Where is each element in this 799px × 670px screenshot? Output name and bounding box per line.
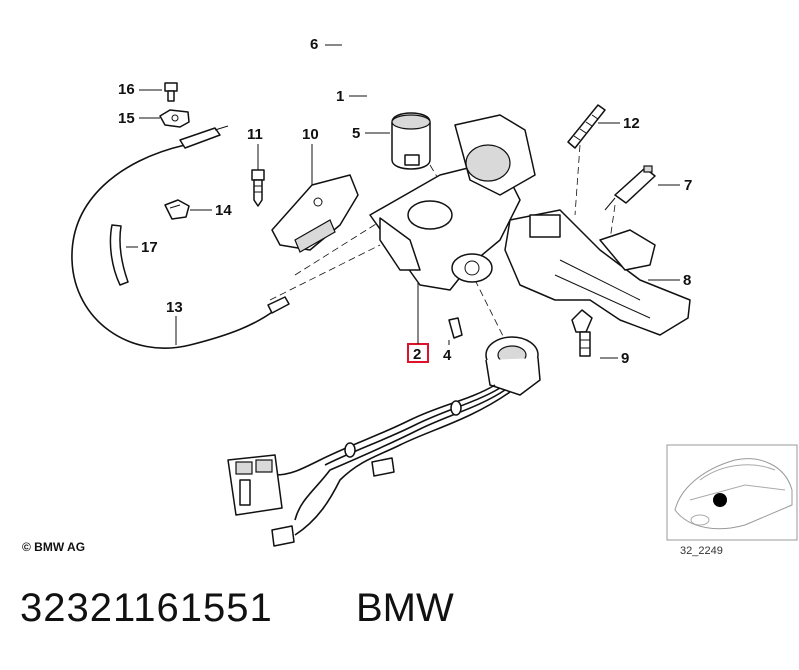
callout-17: 17	[126, 239, 158, 256]
svg-text:17: 17	[141, 239, 158, 256]
svg-text:12: 12	[623, 115, 640, 132]
bracket-8	[504, 209, 691, 336]
clip-9	[571, 309, 593, 357]
callout-9: 9	[600, 350, 629, 367]
callout-6: 6	[310, 36, 342, 53]
svg-text:7: 7	[684, 177, 692, 194]
part-number: 32321161551	[20, 586, 273, 630]
lock-housing-1	[369, 114, 536, 291]
pin-12	[567, 104, 606, 149]
svg-text:8: 8	[683, 272, 691, 289]
callout-1: 1	[336, 88, 367, 105]
callout-15: 15	[118, 110, 160, 127]
callout-4: 4	[443, 340, 452, 364]
svg-text:5: 5	[352, 125, 360, 142]
svg-text:15: 15	[118, 110, 135, 127]
svg-text:10: 10	[302, 126, 319, 143]
callout-12: 12	[598, 115, 640, 132]
callout-11: 11	[247, 126, 263, 170]
callout-8: 8	[648, 272, 691, 289]
svg-text:1: 1	[336, 88, 344, 105]
cover-10	[271, 174, 359, 253]
inset-code: 32_2249	[680, 545, 723, 557]
clip-14	[164, 199, 190, 220]
sensor-7	[604, 165, 656, 211]
callout-14: 14	[190, 202, 232, 219]
brand-label: BMW	[356, 586, 454, 630]
svg-text:13: 13	[166, 299, 183, 316]
svg-text:14: 14	[215, 202, 232, 219]
svg-text:2: 2	[413, 346, 421, 363]
bolt-4	[448, 317, 463, 339]
callout-5: 5	[352, 125, 390, 142]
wiring-harness	[227, 384, 511, 547]
callout-7: 7	[658, 177, 692, 194]
svg-text:9: 9	[621, 350, 629, 367]
location-dot	[713, 493, 727, 507]
copyright-label: © BMW AG	[22, 540, 86, 554]
svg-text:11: 11	[247, 126, 263, 143]
callout-13: 13	[166, 299, 183, 345]
screw-11	[251, 169, 265, 207]
callout-2-highlighted: 2	[407, 282, 429, 363]
clip-15	[159, 109, 190, 128]
ignition-switch-2	[485, 336, 541, 396]
callout-10: 10	[302, 126, 319, 185]
svg-text:6: 6	[310, 36, 318, 53]
location-inset	[666, 444, 798, 541]
svg-text:16: 16	[118, 81, 135, 98]
clip-17	[109, 224, 129, 286]
svg-text:4: 4	[443, 347, 452, 364]
cable-13	[71, 125, 290, 349]
cylinder-5	[391, 112, 431, 170]
callout-16: 16	[118, 81, 162, 98]
bolt-16	[164, 82, 178, 102]
